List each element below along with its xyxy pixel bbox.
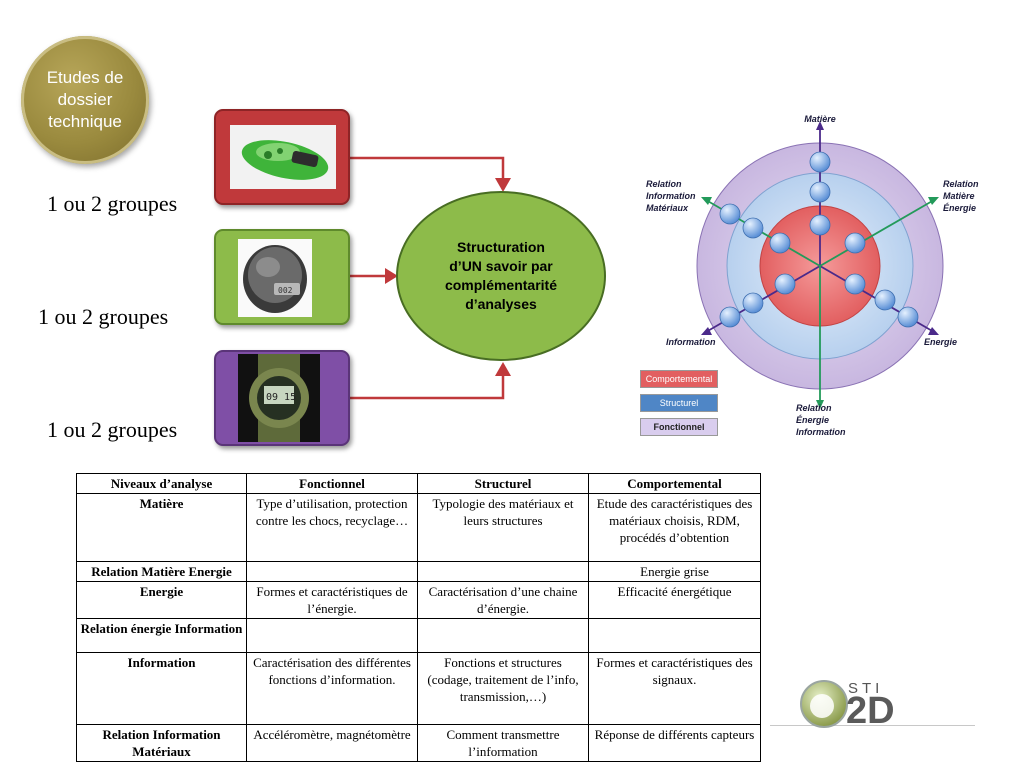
table-cell: [246, 561, 418, 582]
label-rel-mat-en-3: Énergie: [943, 203, 976, 213]
table-cell: Etude des caractéristiques des matériaux…: [588, 493, 761, 562]
legend-structurel: Structurel: [640, 394, 718, 412]
table-header-row: Niveaux d’analyse Fonctionnel Structurel…: [76, 473, 761, 494]
table-cell: Comment transmettre l’information: [417, 724, 589, 762]
label-rel-info-mat-2: Information: [646, 191, 696, 201]
analysis-table: Niveaux d’analyse Fonctionnel Structurel…: [76, 473, 761, 762]
table-cell: Relation énergie Information: [76, 618, 247, 653]
table-cell: Typologie des matériaux et leurs structu…: [417, 493, 589, 562]
table-row: Energie Formes et caractéristiques de l’…: [76, 581, 761, 619]
connector-arrows: [350, 156, 511, 400]
label-energie: Energie: [924, 337, 957, 347]
table-cell: [246, 618, 418, 653]
pedometer-green-image: [241, 140, 329, 180]
table-cell: Energie grise: [588, 561, 761, 582]
table-row: Relation Matière Energie Energie grise: [76, 561, 761, 582]
ellipse-line-1: Structuration: [457, 239, 545, 255]
label-rel-info-mat-3: Matériaux: [646, 203, 689, 213]
badge-line-2: dossier: [57, 90, 113, 109]
label-rel-mat-en-1: Relation: [943, 179, 979, 189]
table-cell: Accéléromètre, magnétomètre: [246, 724, 418, 762]
table-cell: Fonctions et structures (codage, traitem…: [417, 652, 589, 725]
table-cell: Relation Information Matériaux: [76, 724, 247, 762]
section-badge: Etudes de dossier technique: [21, 36, 149, 164]
label-rel-en-info-3: Information: [796, 427, 846, 437]
ellipse-line-3: complémentarité: [444, 277, 558, 293]
product-card-red: [214, 109, 350, 205]
table-row: Relation énergie Information: [76, 618, 761, 653]
ellipse-line-2: d’UN savoir par: [449, 258, 553, 274]
header-niveaux: Niveaux d’analyse: [76, 473, 247, 494]
watch-image: 09 15: [249, 354, 309, 442]
label-rel-en-info-1: Relation: [796, 403, 832, 413]
pedometer-grey-image: 002: [243, 245, 307, 313]
label-matiere: Matière: [804, 114, 836, 124]
table-cell: Relation Matière Energie: [76, 561, 247, 582]
label-rel-info-mat-1: Relation: [646, 179, 682, 189]
table-cell: Réponse de différents capteurs: [588, 724, 761, 762]
group-label-3: 1 ou 2 groupes: [47, 417, 178, 442]
logo-sti-text: STI: [848, 680, 884, 697]
label-rel-en-info-2: Énergie: [796, 415, 829, 425]
central-concept-ellipse: Structuration d’UN savoir par complément…: [396, 191, 606, 361]
footer-divider: [770, 725, 975, 726]
group-label-2: 1 ou 2 groupes: [38, 304, 169, 329]
header-structurel: Structurel: [417, 473, 589, 494]
table-cell: Efficacité énergétique: [588, 581, 761, 619]
badge-line-1: Etudes de: [46, 68, 124, 87]
legend-comportemental: Comportemental: [640, 370, 718, 388]
ellipse-line-4: d’analyses: [465, 296, 537, 312]
product-card-purple: 09 15: [214, 350, 350, 446]
table-cell: Matière: [76, 493, 247, 562]
table-cell: Formes et caractéristiques de l’énergie.: [246, 581, 418, 619]
header-fonctionnel: Fonctionnel: [246, 473, 418, 494]
table-cell: Type d’utilisation, protection contre le…: [246, 493, 418, 562]
table-cell: Energie: [76, 581, 247, 619]
analysis-levels-diagram: Matière Relation Information Matériaux R…: [646, 114, 979, 437]
legend-fonctionnel: Fonctionnel: [640, 418, 718, 436]
svg-text:002: 002: [278, 286, 293, 295]
table-cell: Formes et caractéristiques des signaux.: [588, 652, 761, 725]
table-row: Information Caractérisation des différen…: [76, 652, 761, 725]
table-cell: Information: [76, 652, 247, 725]
table-row: Relation Information Matériaux Accélérom…: [76, 724, 761, 762]
label-information: Information: [666, 337, 716, 347]
table-cell: Caractérisation des différentes fonction…: [246, 652, 418, 725]
svg-text:09 15: 09 15: [266, 392, 296, 403]
product-card-green: 002: [214, 229, 350, 325]
logo-2d-text: 2D: [846, 690, 895, 732]
group-label-1: 1 ou 2 groupes: [47, 191, 178, 216]
label-rel-mat-en-2: Matière: [943, 191, 975, 201]
header-comportemental: Comportemental: [588, 473, 761, 494]
table-cell: [417, 618, 589, 653]
table-cell: Caractérisation d’une chaine d’énergie.: [417, 581, 589, 619]
badge-line-3: technique: [48, 112, 122, 131]
table-cell: [417, 561, 589, 582]
sti2d-logo-icon: [800, 680, 848, 728]
table-cell: [588, 618, 761, 653]
table-row: Matière Type d’utilisation, protection c…: [76, 493, 761, 562]
